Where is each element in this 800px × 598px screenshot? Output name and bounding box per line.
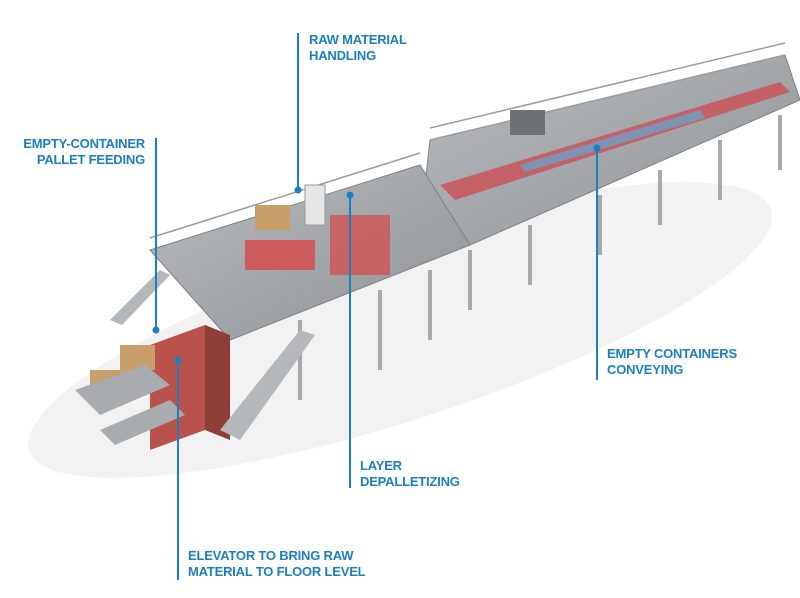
label-line: HANDLING xyxy=(309,48,377,63)
label-raw-material-handling: RAW MATERIAL HANDLING xyxy=(309,32,407,64)
label-containers-conveying: EMPTY CONTAINERS CONVEYING xyxy=(607,346,737,378)
label-line: EMPTY CONTAINERS xyxy=(607,346,737,361)
label-line: PALLET FEEDING xyxy=(36,152,145,167)
label-pallet-feeding: EMPTY-CONTAINER PALLET FEEDING xyxy=(23,136,145,168)
label-line: CONVEYING xyxy=(607,362,684,377)
staircase xyxy=(220,330,315,440)
label-line: ELEVATOR TO BRING RAW xyxy=(188,548,354,563)
label-line: LAYER xyxy=(360,458,402,473)
label-line: RAW MATERIAL xyxy=(309,32,407,47)
pallet-stack xyxy=(255,205,290,230)
label-line: MATERIAL TO FLOOR LEVEL xyxy=(188,564,366,579)
label-layer-depalletizing: LAYER DEPALLETIZING xyxy=(360,458,460,490)
label-line: EMPTY-CONTAINER xyxy=(23,136,145,151)
callout-lines xyxy=(152,33,601,580)
label-elevator: ELEVATOR TO BRING RAW MATERIAL TO FLOOR … xyxy=(188,548,366,580)
label-line: DEPALLETIZING xyxy=(360,474,460,489)
